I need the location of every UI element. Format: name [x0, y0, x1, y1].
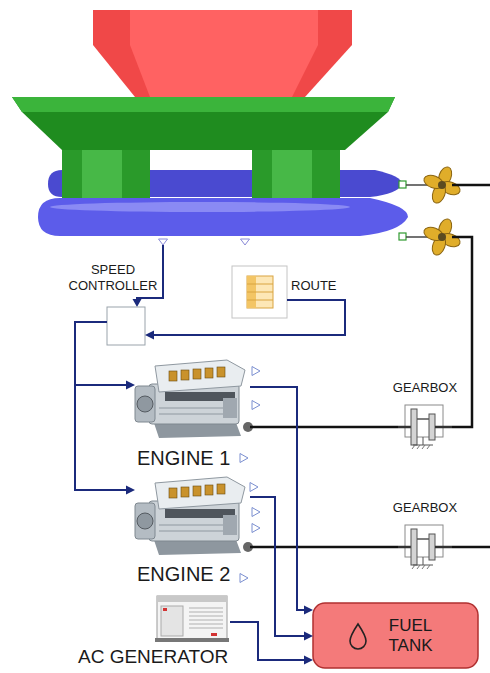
shaft-line [452, 546, 490, 549]
propeller [399, 165, 462, 257]
ship [38, 198, 408, 236]
ship [159, 239, 250, 245]
ship [93, 10, 352, 97]
node-label: GEARBOX [390, 380, 460, 395]
arrowhead [304, 606, 313, 615]
fuel-tank-shape [350, 624, 366, 649]
fuel-tank-shape [313, 603, 478, 668]
propeller [399, 181, 406, 188]
speed-controller-symbol [107, 307, 145, 345]
connector-line [250, 387, 306, 610]
node-label: ROUTE [291, 278, 337, 293]
gearbox-symbol [398, 405, 452, 569]
route-icon [232, 266, 287, 318]
generator-illustration [157, 596, 227, 640]
signal-connector [250, 387, 313, 615]
arrowhead [126, 381, 135, 390]
generator-illustration [189, 608, 223, 609]
shaft-connector [250, 427, 398, 428]
engine: ENGINE 2 [135, 475, 250, 555]
shaft-line [452, 237, 472, 427]
fuel-tank: FUEL TANK [313, 603, 478, 668]
engine-illustration [135, 360, 245, 438]
node-label: GEARBOX [390, 500, 460, 515]
connector-line [250, 426, 398, 429]
engine-illustration [135, 477, 245, 555]
engine-illustration [252, 508, 260, 517]
generator-illustration [157, 596, 227, 602]
generator-illustration [211, 633, 217, 636]
generator-illustration [189, 612, 223, 613]
generator-illustration [189, 616, 223, 617]
gearbox-symbol [398, 405, 452, 449]
engine-illustration [250, 483, 258, 492]
ship-signal-wire [133, 245, 164, 307]
node-label: SPEED CONTROLLER [68, 262, 158, 293]
connector-line [230, 622, 306, 660]
connector-line [152, 300, 345, 335]
shaft-connector [250, 547, 398, 548]
generator-illustration [161, 606, 183, 636]
generator-illustration [163, 608, 167, 611]
connector-line [250, 546, 398, 549]
node-label: ENGINE 2 [137, 563, 230, 587]
signal-connector [75, 322, 135, 495]
engine-illustration [252, 401, 260, 410]
signal-connector [230, 622, 313, 665]
route-icon [247, 284, 273, 300]
connector-line [75, 322, 128, 490]
speed-controller-symbol [107, 307, 145, 345]
route-icon [232, 266, 287, 318]
arrowhead [304, 656, 313, 665]
ship [12, 10, 408, 245]
engine-illustration [252, 524, 260, 533]
generator-illustration [155, 638, 229, 642]
generator-illustration [155, 596, 229, 642]
ship-signal-wire [133, 299, 142, 307]
engine-illustration [252, 367, 260, 376]
ship [50, 202, 350, 212]
engine-illustration [135, 360, 260, 583]
shaft-line [452, 185, 490, 547]
gearbox-symbol [398, 525, 452, 569]
ship [159, 239, 168, 245]
ship [12, 97, 395, 112]
route-icon [247, 276, 273, 308]
arrowhead [304, 632, 313, 641]
connector-line [75, 322, 128, 385]
generator-illustration [189, 628, 223, 629]
generator-illustration [189, 608, 223, 628]
node-label: AC GENERATOR [78, 646, 228, 668]
ship [241, 239, 250, 245]
route-icon [247, 284, 273, 285]
propeller [399, 233, 406, 240]
generator: AC GENERATOR [155, 592, 230, 642]
gearbox: GEARBOX [398, 403, 452, 451]
arrowhead [126, 486, 135, 495]
shaft-line [452, 184, 490, 187]
signal-connector [75, 322, 135, 390]
connector-line [250, 497, 306, 636]
route-icon [247, 292, 273, 293]
ship [12, 97, 395, 150]
ship [130, 10, 318, 97]
generator-illustration [189, 624, 223, 625]
route-block: ROUTE [232, 266, 287, 318]
engine-illustration [240, 574, 248, 583]
engine-illustration [240, 454, 248, 463]
controller-box: SPEED CONTROLLER [107, 307, 145, 345]
fuel-tank-shape [313, 603, 478, 668]
node-label: FUEL TANK [380, 616, 442, 655]
arrowhead [145, 331, 154, 340]
gearbox: GEARBOX [398, 523, 452, 571]
node-label: ENGINE 1 [137, 447, 230, 471]
signal-connector [250, 497, 313, 641]
engine: ENGINE 1 [135, 358, 250, 440]
generator-illustration [189, 620, 223, 621]
signal-connector [145, 300, 345, 340]
route-icon [247, 300, 273, 301]
